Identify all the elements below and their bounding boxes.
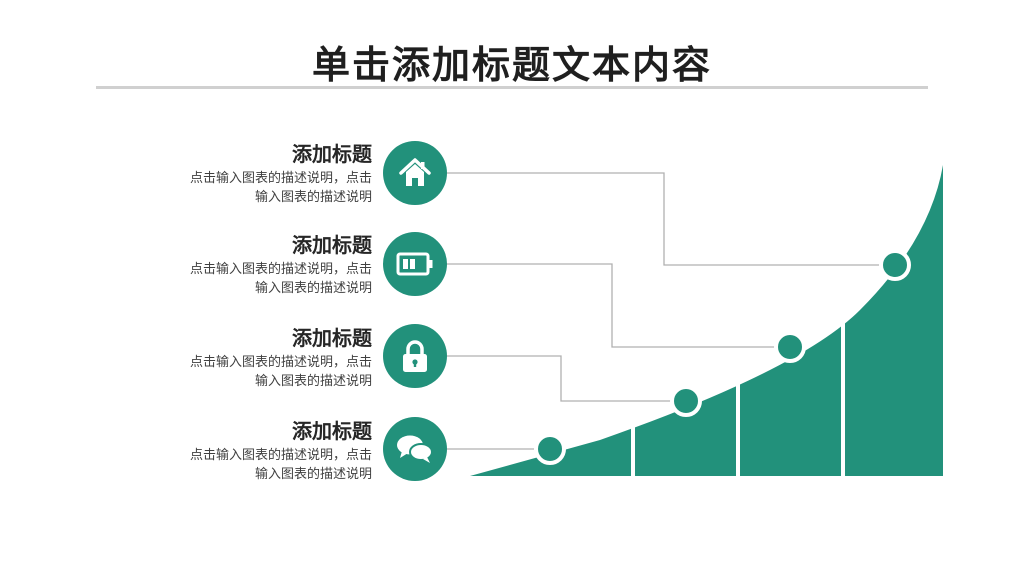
item-desc-line1: 点击输入图表的描述说明，点击: [189, 355, 372, 370]
item-title: 添加标题: [292, 142, 372, 166]
marker-1: [879, 249, 911, 281]
item-desc-line1: 点击输入图表的描述说明，点击: [189, 448, 372, 463]
connector-2: [446, 263, 790, 348]
growth-curve-area: [470, 165, 943, 476]
marker-4: [534, 433, 566, 465]
title-divider: [96, 86, 928, 89]
connector-1: [446, 172, 895, 266]
icon-circle-4: [383, 417, 447, 481]
battery-icon: [396, 252, 433, 276]
list-item-2: 添加标题 点击输入图表的描述说明，点击 输入图表的描述说明: [150, 232, 372, 298]
item-desc-line2: 输入图表的描述说明: [254, 190, 372, 205]
item-title: 添加标题: [292, 326, 372, 350]
item-title: 添加标题: [292, 419, 372, 443]
lock-icon: [403, 340, 427, 372]
chat-bubbles-icon: [397, 435, 433, 463]
icon-circle-2: [383, 232, 447, 296]
connector-3: [446, 355, 686, 402]
list-item-4: 添加标题 点击输入图表的描述说明，点击 输入图表的描述说明: [150, 418, 372, 484]
icon-circle-1: [383, 141, 447, 205]
list-item-3: 添加标题 点击输入图表的描述说明，点击 输入图表的描述说明: [150, 325, 372, 391]
item-desc-line1: 点击输入图表的描述说明，点击: [189, 171, 372, 186]
page-title: 单击添加标题文本内容: [311, 43, 712, 87]
home-icon: [399, 158, 431, 186]
marker-2: [774, 331, 806, 363]
list-item-1: 添加标题 点击输入图表的描述说明，点击 输入图表的描述说明: [150, 141, 372, 207]
connector-lines: [446, 172, 895, 450]
marker-3: [670, 385, 702, 417]
column-separators: [631, 300, 845, 480]
item-desc-line1: 点击输入图表的描述说明，点击: [189, 262, 372, 277]
item-desc-line2: 输入图表的描述说明: [254, 374, 372, 389]
icon-circle-3: [383, 324, 447, 388]
item-desc-line2: 输入图表的描述说明: [254, 281, 372, 296]
item-desc-line2: 输入图表的描述说明: [254, 467, 372, 482]
item-title: 添加标题: [292, 233, 372, 257]
curve-markers: [534, 249, 911, 465]
